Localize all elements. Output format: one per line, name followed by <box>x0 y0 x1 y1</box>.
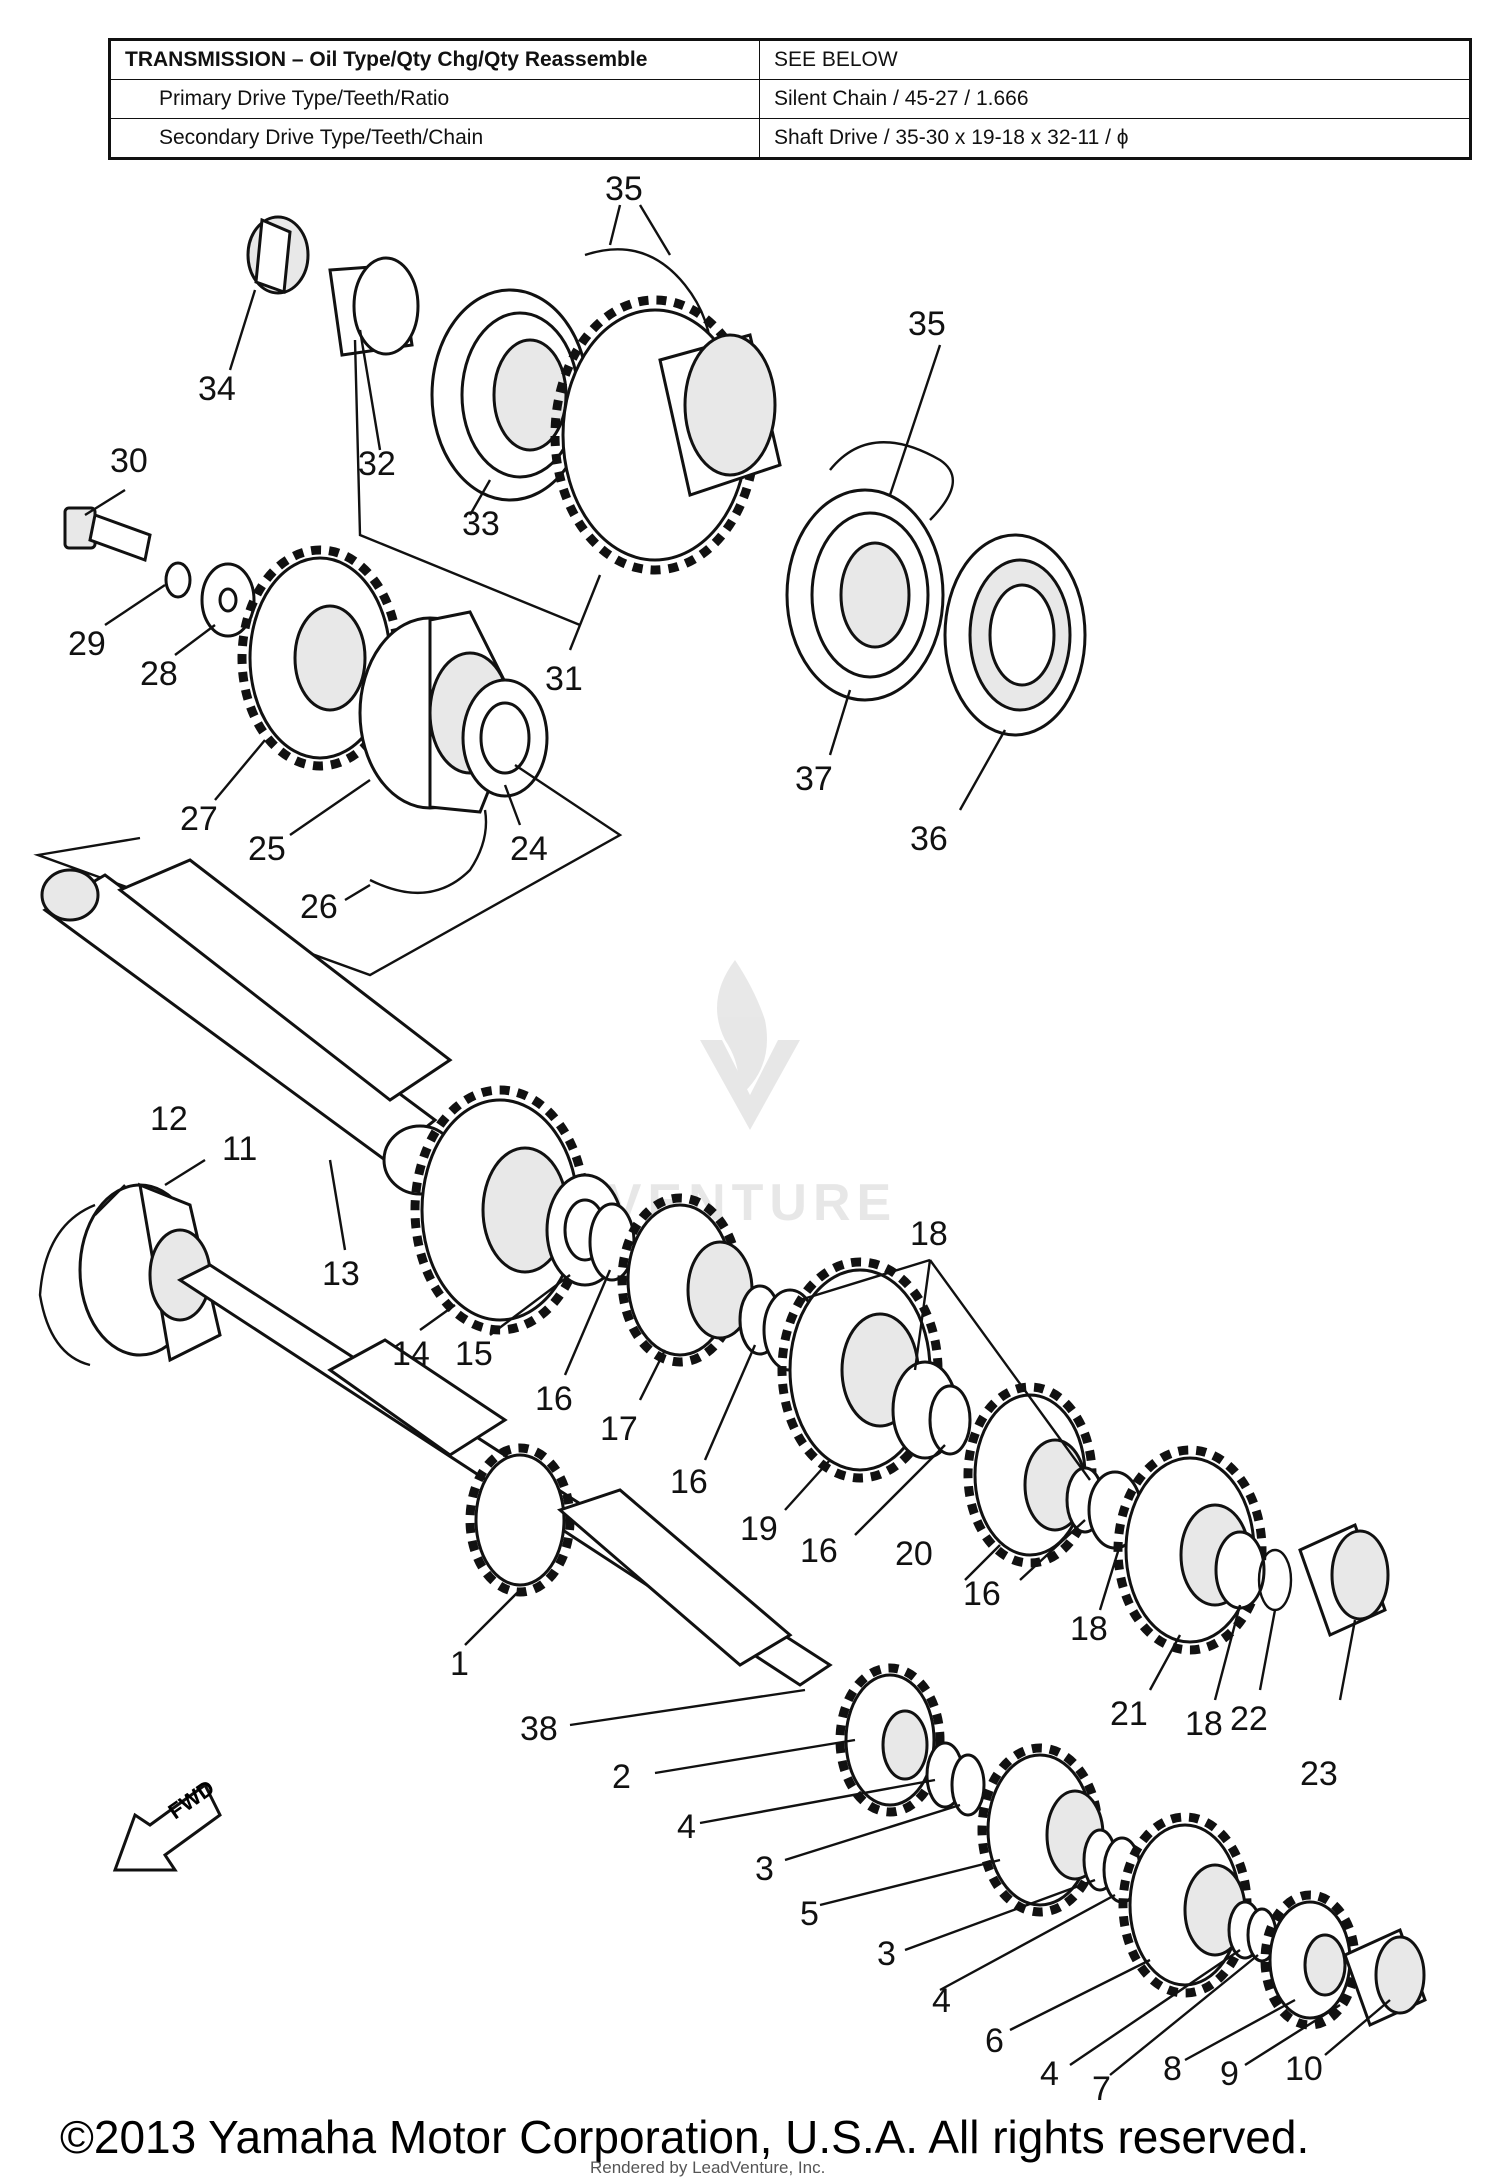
callout-24: 24 <box>510 830 548 868</box>
callout-22: 22 <box>1230 1700 1268 1738</box>
rendered-by-notice: Rendered by LeadVenture, Inc. <box>590 2158 826 2177</box>
callout-11: 11 <box>222 1130 257 1168</box>
spec-table: TRANSMISSION – Oil Type/Qty Chg/Qty Reas… <box>108 38 1472 160</box>
part-2-gear <box>835 1663 945 1817</box>
part-31-gear <box>550 295 782 575</box>
callout-16c: 16 <box>800 1532 838 1570</box>
callout-14: 14 <box>392 1335 430 1373</box>
part-3-clip-a <box>950 1753 986 1817</box>
callout-20: 20 <box>895 1535 933 1573</box>
leader-lines <box>84 204 1391 2076</box>
spec-label: Primary Drive Type/Teeth/Ratio <box>109 79 760 119</box>
callout-16b: 16 <box>670 1463 708 1501</box>
callout-17: 17 <box>600 1410 638 1448</box>
spec-row-primary-drive: Primary Drive Type/Teeth/Ratio Silent Ch… <box>109 79 1471 119</box>
part-29-lock-washer <box>164 561 192 599</box>
callout-35a: 35 <box>605 170 643 208</box>
callout-4a: 4 <box>677 1808 696 1846</box>
callout-37: 37 <box>795 760 833 798</box>
callout-16d: 16 <box>963 1575 1001 1613</box>
callout-19: 19 <box>740 1510 778 1548</box>
part-16-clip-c <box>928 1384 972 1456</box>
spec-value: SEE BELOW <box>759 39 1471 80</box>
exploded-parts-diagram: VENTURE <box>33 170 1427 2108</box>
callout-6: 6 <box>985 2022 1004 2060</box>
part-18-washer-d <box>1214 1530 1266 1610</box>
callout-33: 33 <box>462 505 500 543</box>
spec-label: TRANSMISSION – Oil Type/Qty Chg/Qty Reas… <box>109 39 760 80</box>
part-24-ring <box>461 678 549 798</box>
part-17-gear <box>617 1193 754 1367</box>
part-28-washer <box>200 562 256 638</box>
spec-label: Secondary Drive Type/Teeth/Chain <box>109 118 760 159</box>
part-6-gear <box>1118 1812 1252 1998</box>
callout-25: 25 <box>248 830 286 868</box>
part-8-gear <box>1260 1890 1360 2030</box>
callout-1: 1 <box>450 1645 469 1683</box>
callout-10: 10 <box>1285 2050 1323 2088</box>
callout-38: 38 <box>520 1710 558 1748</box>
callout-21: 21 <box>1110 1695 1148 1733</box>
watermark-v-icon <box>700 1040 800 1130</box>
part-23-needle-bearing <box>1298 1522 1390 1638</box>
callout-36: 36 <box>910 820 948 858</box>
part-35-circlip-right <box>829 441 954 521</box>
part-37-bearing <box>785 488 945 702</box>
callout-18b: 18 <box>1070 1610 1108 1648</box>
callout-31: 31 <box>545 660 583 698</box>
part-11-bearing <box>78 1182 222 1363</box>
callout-16a: 16 <box>535 1380 573 1418</box>
callout-2: 2 <box>612 1758 631 1796</box>
part-5-gear <box>977 1743 1105 1917</box>
part-13-main-axle <box>40 858 458 1196</box>
callout-29: 29 <box>68 625 106 663</box>
callout-5: 5 <box>800 1895 819 1933</box>
part-32-spacer <box>328 256 420 357</box>
part-26-circlip <box>369 809 488 895</box>
callout-32: 32 <box>358 445 396 483</box>
bracket-31-33 <box>353 339 581 627</box>
part-36-oil-seal <box>943 533 1087 737</box>
part-12-circlip <box>38 1203 96 1367</box>
watermark-flame-icon <box>717 960 767 1100</box>
callout-labels: 1 2 3 3 4 4 4 5 6 7 8 9 10 11 12 13 14 1… <box>68 170 1338 2108</box>
part-34-bush <box>246 215 310 295</box>
callout-4b: 4 <box>932 1982 951 2020</box>
part-33-bearing <box>430 288 590 502</box>
callout-12: 12 <box>150 1100 188 1138</box>
spec-value: Shaft Drive / 35-30 x 19-18 x 32-11 / ϕ <box>759 118 1471 159</box>
fwd-arrow-icon: FWD <box>112 1775 222 1872</box>
callout-4c: 4 <box>1040 2055 1059 2093</box>
callout-3a: 3 <box>755 1850 774 1888</box>
spec-row-secondary-drive: Secondary Drive Type/Teeth/Chain Shaft D… <box>109 118 1471 159</box>
callout-7: 7 <box>1092 2070 1111 2108</box>
callout-28: 28 <box>140 655 178 693</box>
callout-15: 15 <box>455 1335 493 1373</box>
callout-18a: 18 <box>910 1215 948 1253</box>
callout-27: 27 <box>180 800 218 838</box>
callout-34: 34 <box>198 370 236 408</box>
callout-18c: 18 <box>1185 1705 1223 1743</box>
callout-30: 30 <box>110 442 148 480</box>
part-1-drive-axle <box>176 1263 833 1687</box>
part-10-needle-bearing <box>1343 1927 1427 2028</box>
callout-3b: 3 <box>877 1935 896 1973</box>
spec-row-transmission: TRANSMISSION – Oil Type/Qty Chg/Qty Reas… <box>109 39 1471 80</box>
callout-8: 8 <box>1163 2050 1182 2088</box>
callout-26: 26 <box>300 888 338 926</box>
watermark: VENTURE <box>607 960 891 1232</box>
callout-13: 13 <box>322 1255 360 1293</box>
callout-9: 9 <box>1220 2055 1239 2093</box>
bracket-24-26 <box>33 764 623 977</box>
callout-23: 23 <box>1300 1755 1338 1793</box>
callout-35b: 35 <box>908 305 946 343</box>
part-30-bolt <box>63 506 152 563</box>
part-14-gear <box>410 1085 590 1335</box>
spec-value: Silent Chain / 45-27 / 1.666 <box>759 79 1471 119</box>
part-27-gear <box>237 545 403 771</box>
copyright-notice: ©2013 Yamaha Motor Corporation, U.S.A. A… <box>60 2111 1310 2163</box>
